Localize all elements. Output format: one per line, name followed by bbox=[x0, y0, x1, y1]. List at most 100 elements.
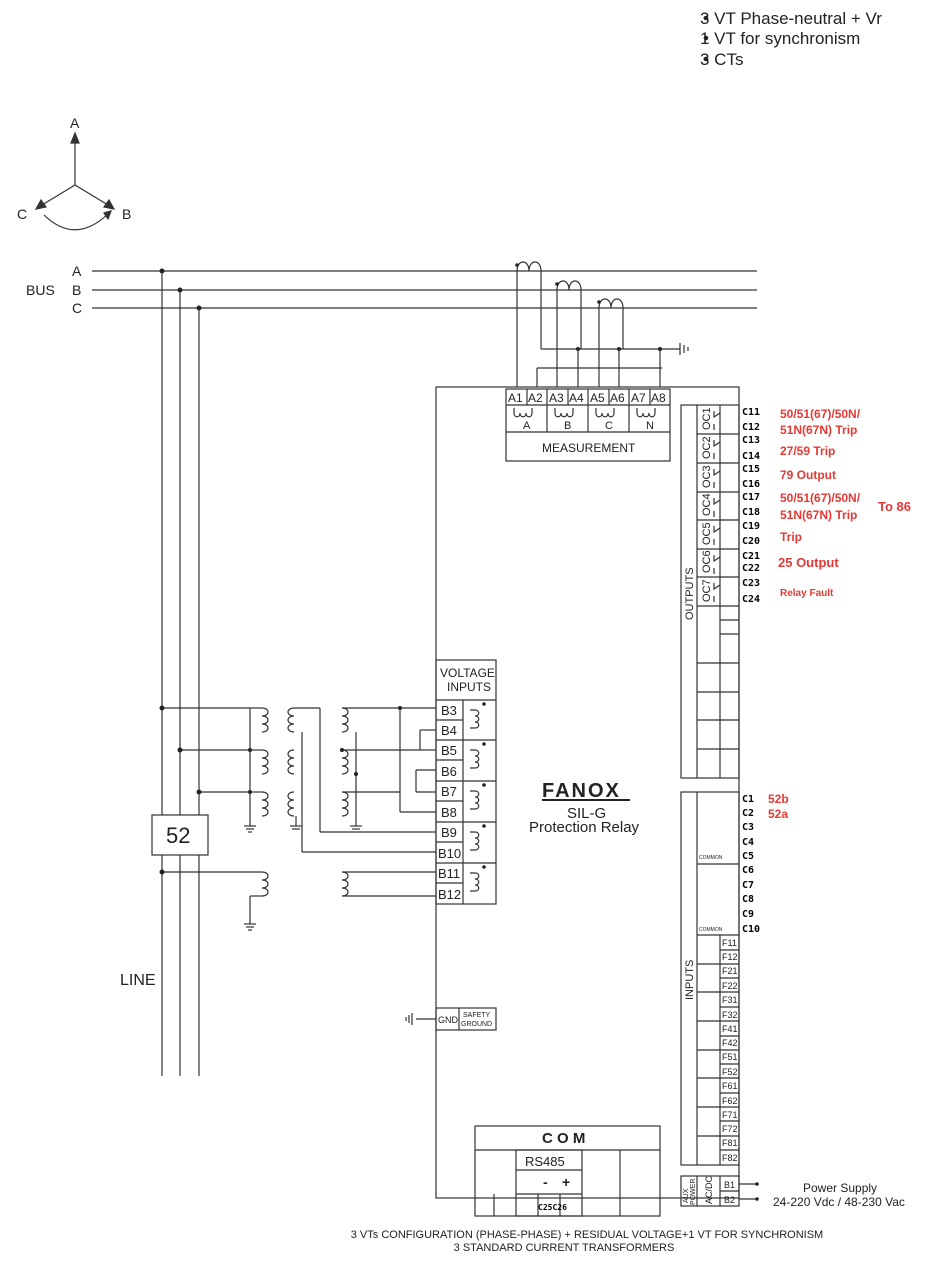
term-c9: C9 bbox=[742, 909, 754, 920]
term-f72: F72 bbox=[722, 1124, 738, 1134]
term-b12: B12 bbox=[438, 887, 461, 902]
common-label-2: COMMON bbox=[699, 927, 723, 933]
power-range-label: 24-220 Vdc / 48-230 Vac bbox=[773, 1195, 905, 1209]
term-c4: C4 bbox=[742, 837, 754, 848]
term-c23: C23 bbox=[742, 578, 760, 589]
term-a4: A4 bbox=[569, 391, 584, 405]
gnd-label: GND bbox=[438, 1015, 459, 1025]
rs485-minus: - bbox=[543, 1174, 548, 1190]
safety-label-2: GROUND bbox=[461, 1021, 492, 1028]
oc1-label: OC1 bbox=[701, 407, 713, 430]
term-c15: C15 bbox=[742, 464, 760, 475]
footer-line-2: 3 STANDARD CURRENT TRANSFORMERS bbox=[454, 1242, 675, 1254]
safety-label-1: SAFETY bbox=[463, 1012, 491, 1019]
term-b11: B11 bbox=[438, 866, 460, 881]
footer-line-1: 3 VTs CONFIGURATION (PHASE-PHASE) + RESI… bbox=[351, 1229, 823, 1241]
aux-power-label: POWER bbox=[690, 1179, 697, 1205]
term-f51: F51 bbox=[722, 1052, 738, 1062]
term-c24: C24 bbox=[742, 594, 760, 605]
relay-description: Protection Relay bbox=[529, 819, 640, 836]
term-c8: C8 bbox=[742, 894, 754, 905]
term-b10: B10 bbox=[438, 846, 461, 861]
term-f31: F31 bbox=[722, 995, 738, 1005]
oc4-function-1: 50/51(67)/50N/ bbox=[780, 491, 861, 505]
meas-phase-b: B bbox=[564, 420, 571, 432]
oc7-label: OC7 bbox=[701, 579, 713, 602]
term-c14: C14 bbox=[742, 451, 760, 462]
outputs-title: OUTPUTS bbox=[684, 567, 696, 620]
term-c6: C6 bbox=[742, 865, 754, 876]
oc3-function: 79 Output bbox=[780, 468, 836, 482]
rs485-plus: + bbox=[562, 1174, 570, 1190]
common-label-1: COMMON bbox=[699, 855, 723, 861]
term-b3: B3 bbox=[441, 703, 457, 718]
measurement-title: MEASUREMENT bbox=[542, 441, 636, 455]
relay-brand: FANOX bbox=[542, 780, 621, 802]
term-c10: C10 bbox=[742, 924, 760, 935]
term-a5: A5 bbox=[590, 391, 605, 405]
term-b7: B7 bbox=[441, 784, 457, 799]
term-f81: F81 bbox=[722, 1138, 738, 1148]
rs485-label: RS485 bbox=[525, 1154, 565, 1169]
term-f11: F11 bbox=[722, 938, 737, 948]
oc6-label: OC6 bbox=[701, 550, 713, 573]
oc1-function-1: 50/51(67)/50N/ bbox=[780, 407, 861, 421]
bus-phase-a: A bbox=[72, 263, 82, 279]
term-b9: B9 bbox=[441, 825, 457, 840]
term-a8: A8 bbox=[651, 391, 666, 405]
term-c21: C21 bbox=[742, 551, 760, 562]
oc4-function-2: 51N(67N) Trip bbox=[780, 508, 857, 522]
line-label: LINE bbox=[120, 972, 156, 989]
term-c1: C1 bbox=[742, 794, 754, 805]
oc1-function-2: 51N(67N) Trip bbox=[780, 423, 857, 437]
oc7-function: Relay Fault bbox=[780, 588, 834, 599]
input-c2-function: 52a bbox=[768, 807, 788, 821]
term-f12: F12 bbox=[722, 952, 738, 962]
term-a2: A2 bbox=[528, 391, 543, 405]
oc5-label: OC5 bbox=[701, 522, 713, 545]
oc6-function: 25 Output bbox=[778, 555, 839, 570]
bus-phase-b: B bbox=[72, 282, 81, 298]
term-f52: F52 bbox=[722, 1067, 738, 1077]
meas-phase-n: N bbox=[646, 420, 654, 432]
to-86-label: To 86 bbox=[878, 499, 911, 514]
term-c7: C7 bbox=[742, 880, 754, 891]
term-c13: C13 bbox=[742, 435, 760, 446]
voltage-inputs-block bbox=[435, 659, 497, 905]
inputs-title: INPUTS bbox=[684, 960, 696, 1000]
term-f61: F61 bbox=[722, 1081, 738, 1091]
oc2-function: 27/59 Trip bbox=[780, 444, 835, 458]
term-b1: B1 bbox=[724, 1180, 735, 1190]
term-f22: F22 bbox=[722, 981, 738, 991]
vi-title-1: VOLTAGE bbox=[440, 666, 495, 680]
meas-phase-a: A bbox=[523, 420, 531, 432]
relay-model: SIL-G bbox=[567, 805, 606, 822]
term-f32: F32 bbox=[722, 1010, 738, 1020]
term-c2: C2 bbox=[742, 808, 754, 819]
vi-title-2: INPUTS bbox=[447, 680, 491, 694]
oc2-label: OC2 bbox=[701, 436, 713, 459]
term-f82: F82 bbox=[722, 1153, 738, 1163]
meas-phase-c: C bbox=[605, 420, 613, 432]
term-c18: C18 bbox=[742, 507, 760, 518]
term-a6: A6 bbox=[610, 391, 625, 405]
outputs-block bbox=[680, 404, 740, 779]
term-c11: C11 bbox=[742, 407, 760, 418]
power-supply-label: Power Supply bbox=[803, 1181, 877, 1195]
term-f21: F21 bbox=[722, 966, 738, 976]
term-c5: C5 bbox=[742, 851, 754, 862]
phasor-label-c: C bbox=[17, 206, 27, 222]
breaker-label: 52 bbox=[166, 823, 190, 848]
bus-label: BUS bbox=[26, 282, 55, 298]
phasor-label-b: B bbox=[122, 206, 131, 222]
com-title: C O M bbox=[542, 1130, 585, 1147]
term-c19: C19 bbox=[742, 521, 760, 532]
bus-phase-c: C bbox=[72, 300, 82, 316]
aux-label: AUX bbox=[683, 1188, 690, 1203]
term-a3: A3 bbox=[549, 391, 564, 405]
acdc-label: AC/DC bbox=[704, 1175, 714, 1204]
oc4-label: OC4 bbox=[701, 493, 713, 516]
term-f62: F62 bbox=[722, 1096, 738, 1106]
oc5-function: Trip bbox=[780, 530, 802, 544]
